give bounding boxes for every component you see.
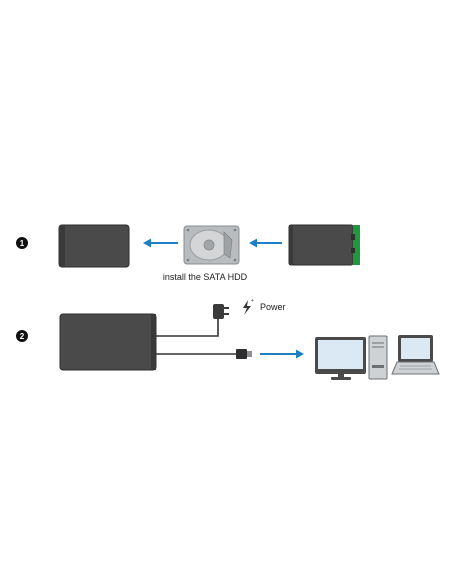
open-enclosure-icon: [288, 224, 360, 266]
desktop-computer-icon: [315, 335, 388, 380]
step-2-number: 2: [20, 332, 25, 341]
power-bolt-icon: +: [243, 298, 254, 315]
install-caption: install the SATA HDD: [163, 272, 248, 282]
arrow-icon: [249, 238, 282, 248]
laptop-icon: [391, 335, 440, 375]
hdd-enclosure-icon: [59, 313, 157, 371]
arrow-icon: [143, 238, 178, 248]
hdd-enclosure-icon: [58, 224, 130, 268]
power-cable: [156, 318, 219, 337]
svg-text:+: +: [251, 298, 254, 304]
power-adapter-icon: [213, 304, 229, 319]
sata-hdd-icon: [183, 225, 240, 265]
power-label: Power: [260, 302, 286, 312]
step-1-badge: 1: [16, 237, 28, 249]
arrow-icon: [260, 349, 304, 359]
step-1-number: 1: [20, 239, 25, 248]
step-2-badge: 2: [16, 330, 28, 342]
usb-plug-icon: [236, 349, 252, 359]
